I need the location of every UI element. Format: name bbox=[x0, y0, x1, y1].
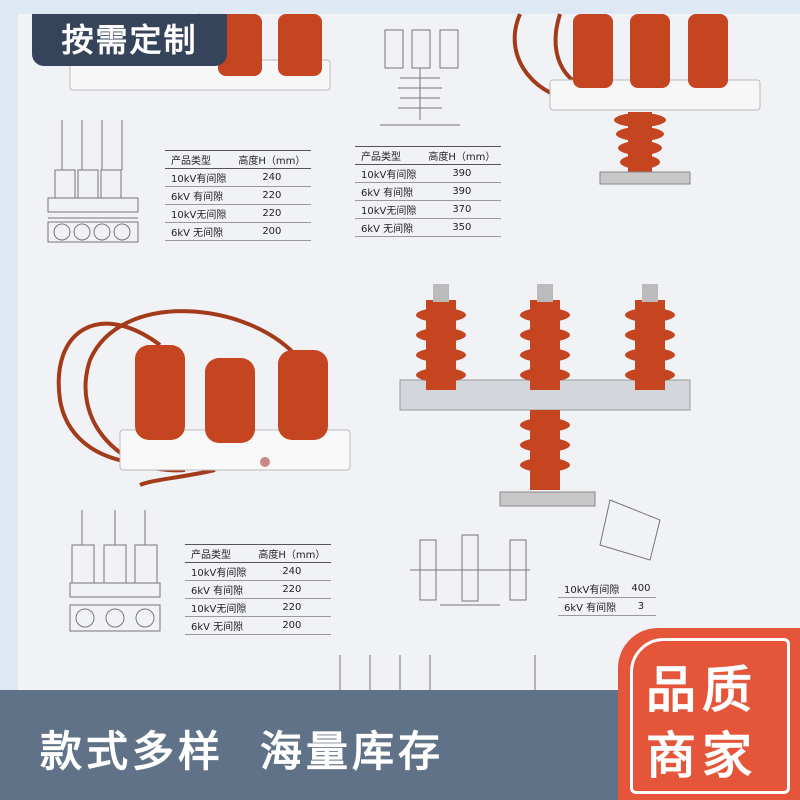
height-cell: 3 bbox=[625, 597, 657, 616]
height-cell: 370 bbox=[422, 200, 502, 219]
badge-ring bbox=[630, 638, 790, 794]
height-cell: 350 bbox=[422, 218, 502, 237]
arrester-top-right bbox=[512, 13, 761, 185]
product-type-cell: 10kV有间隙 bbox=[165, 168, 233, 187]
height-cell: 400 bbox=[625, 580, 657, 598]
height-cell: 390 bbox=[422, 164, 502, 183]
badge-line-merchant: 商家 bbox=[646, 727, 758, 785]
drawing-middle-center bbox=[410, 499, 661, 606]
product-type-cell: 6kV 无间隙 bbox=[185, 616, 253, 635]
height-cell: 240 bbox=[232, 168, 312, 187]
arrester-middle-left bbox=[56, 309, 351, 487]
product-type-cell: 10kV有间隙 bbox=[558, 580, 626, 598]
drawing-bottom bbox=[339, 655, 536, 690]
height-cell: 220 bbox=[232, 186, 312, 205]
product-type-cell: 10kV有间隙 bbox=[355, 164, 423, 183]
height-cell: 220 bbox=[252, 580, 332, 599]
badge-line-quality: 品质 bbox=[646, 661, 758, 719]
slogan-stock: 海量库存 bbox=[260, 727, 445, 776]
product-type-cell: 10kV无间隙 bbox=[165, 204, 233, 223]
slogan-variety: 款式多样 bbox=[40, 727, 225, 776]
spec-header-row: 产品类型高度H（mm） bbox=[185, 544, 332, 563]
spec-header-cell: 高度H（mm） bbox=[232, 150, 312, 169]
product-type-cell: 6kV 无间隙 bbox=[355, 218, 423, 237]
spec-header-cell: 高度H（mm） bbox=[252, 544, 332, 563]
drawing-top-left bbox=[47, 120, 139, 243]
height-cell: 200 bbox=[252, 616, 332, 635]
height-cell: 220 bbox=[252, 598, 332, 617]
product-type-cell: 10kV无间隙 bbox=[185, 598, 253, 617]
spec-header-cell: 产品类型 bbox=[165, 150, 233, 169]
footer-slogans: 款式多样海量库存 bbox=[40, 718, 480, 779]
height-cell: 220 bbox=[232, 204, 312, 223]
custom-order-tag: 按需定制 bbox=[32, 14, 227, 66]
spec-header-cell: 高度H（mm） bbox=[422, 146, 502, 165]
height-cell: 200 bbox=[232, 222, 312, 241]
spec-header-cell: 产品类型 bbox=[185, 544, 253, 563]
product-type-cell: 6kV 无间隙 bbox=[165, 222, 233, 241]
height-cell: 240 bbox=[252, 562, 332, 581]
product-type-cell: 6kV 有间隙 bbox=[165, 186, 233, 205]
product-type-cell: 6kV 有间隙 bbox=[185, 580, 253, 599]
quality-merchant-badge: 品质 商家 bbox=[618, 628, 800, 800]
product-type-cell: 6kV 有间隙 bbox=[558, 597, 626, 616]
drawing-middle-left bbox=[69, 510, 161, 632]
product-type-cell: 10kV有间隙 bbox=[185, 562, 253, 581]
product-type-cell: 10kV无间隙 bbox=[355, 200, 423, 219]
arrester-middle-right bbox=[399, 284, 691, 507]
drawing-top-center bbox=[380, 29, 460, 126]
spec-header-cell: 产品类型 bbox=[355, 146, 423, 165]
spec-header-row: 产品类型高度H（mm） bbox=[355, 146, 502, 165]
spec-header-row: 产品类型高度H（mm） bbox=[165, 150, 312, 169]
product-type-cell: 6kV 有间隙 bbox=[355, 182, 423, 201]
height-cell: 390 bbox=[422, 182, 502, 201]
